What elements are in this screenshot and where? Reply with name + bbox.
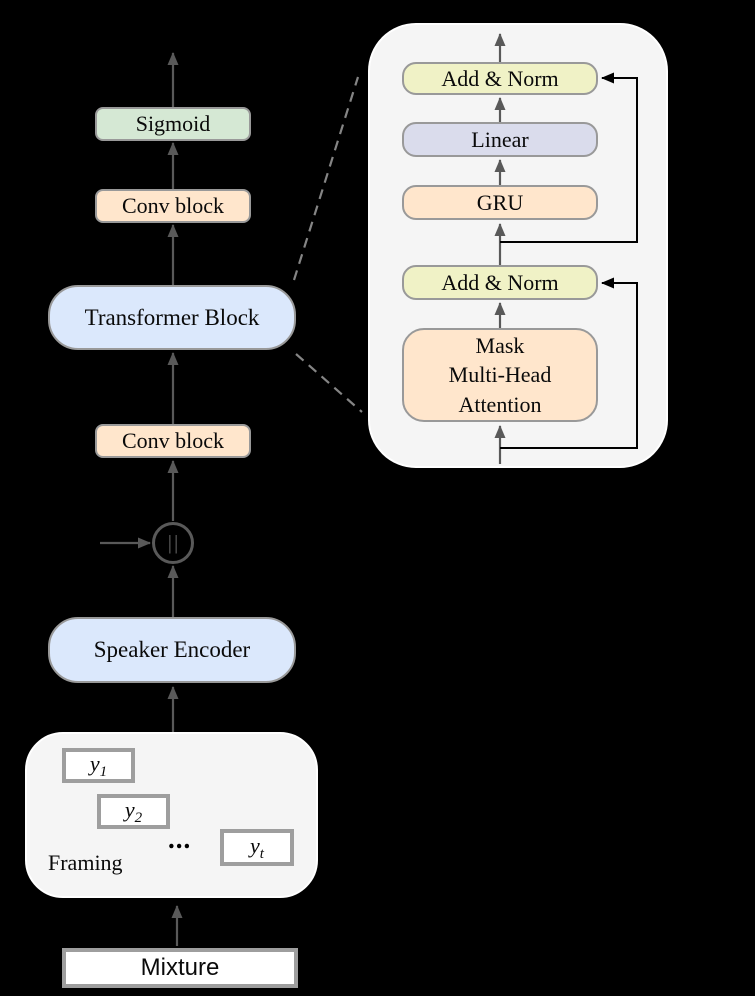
concatenation-node: ||	[152, 522, 194, 564]
transformer-block-label: Transformer Block	[84, 304, 260, 330]
conv-block-top-box: Conv block	[95, 189, 251, 223]
sigmoid-label: Sigmoid	[135, 111, 211, 136]
mha-label-line1: Mask	[475, 333, 525, 359]
add-norm-top-label: Add & Norm	[441, 65, 559, 91]
mixture-box: Mixture	[62, 948, 298, 988]
frame-y1-label: y1	[89, 750, 108, 780]
frame-y1-box: y1	[62, 748, 135, 783]
frame-y2-label: y2	[124, 796, 143, 826]
gru-box: GRU	[402, 185, 598, 220]
dashed-zoom-line-upper	[292, 76, 360, 281]
add-norm-bottom-label: Add & Norm	[441, 269, 559, 295]
transformer-block-box: Transformer Block	[48, 285, 296, 350]
frame-yt-label: yt	[250, 832, 264, 862]
mha-label-line2: Multi-Head	[448, 362, 552, 388]
linear-label: Linear	[471, 126, 529, 152]
conv-block-bottom-label: Conv block	[121, 428, 225, 453]
add-norm-bottom-box: Add & Norm	[402, 265, 598, 300]
frame-y2-box: y2	[97, 794, 170, 829]
speaker-encoder-label: Speaker Encoder	[93, 637, 251, 662]
sigmoid-box: Sigmoid	[95, 107, 251, 141]
speaker-encoder-box: Speaker Encoder	[48, 617, 296, 683]
mask-multi-head-attention-box: Mask Multi-Head Attention	[402, 328, 598, 422]
add-norm-top-box: Add & Norm	[402, 62, 598, 95]
linear-box: Linear	[402, 122, 598, 157]
frames-ellipsis: ...	[168, 824, 192, 854]
dashed-zoom-line-lower	[295, 353, 363, 413]
framing-label: Framing	[48, 850, 123, 875]
conv-block-top-label: Conv block	[121, 193, 225, 218]
mixture-label: Mixture	[140, 954, 220, 981]
mha-label-line3: Attention	[458, 391, 542, 417]
concat-symbol: ||	[167, 531, 181, 554]
gru-label: GRU	[476, 189, 524, 215]
conv-block-bottom-box: Conv block	[95, 424, 251, 458]
frame-yt-box: yt	[220, 829, 294, 866]
